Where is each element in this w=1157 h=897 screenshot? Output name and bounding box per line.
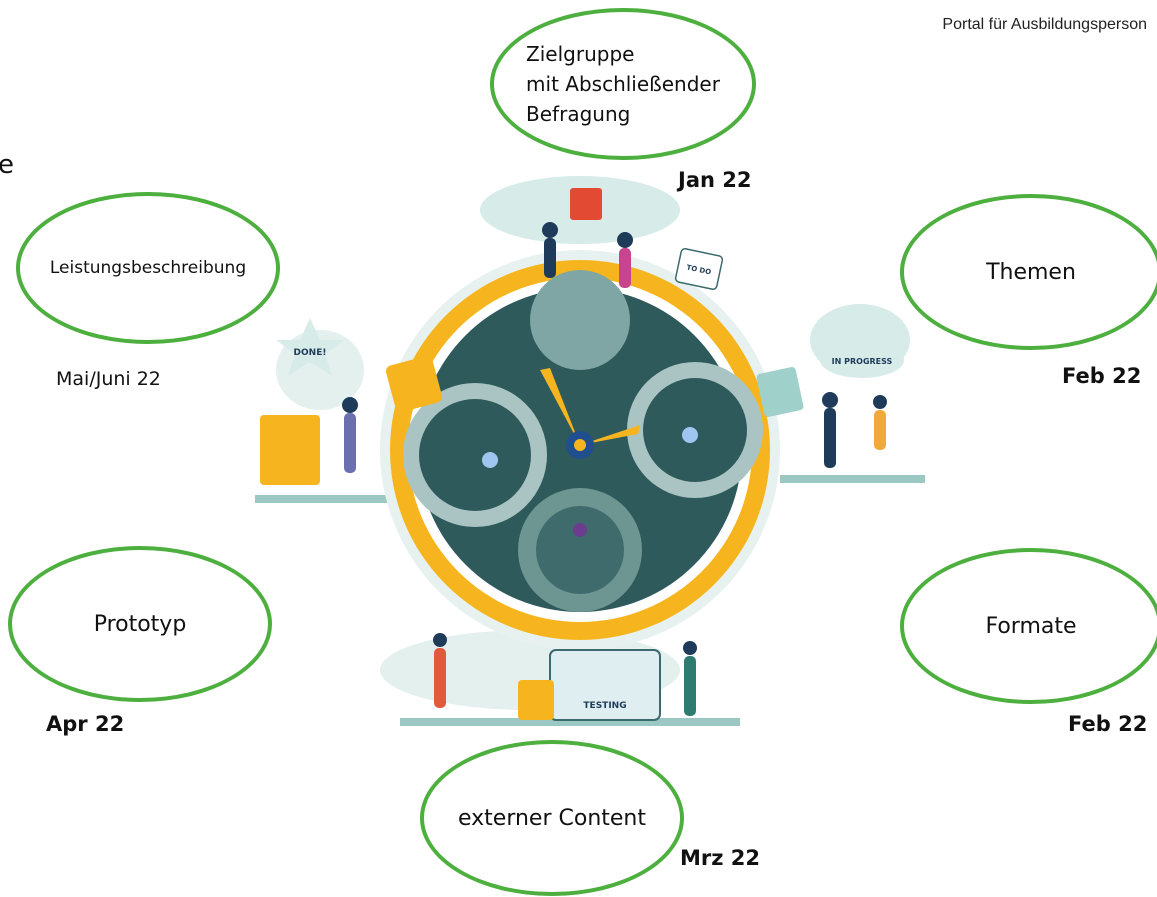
- node-themen-label: Themen: [986, 259, 1076, 285]
- note-red: [570, 188, 602, 220]
- date-prototyp: Apr 22: [46, 712, 125, 736]
- testing-label: TESTING: [583, 701, 626, 711]
- gear-bottom-hole: [536, 506, 624, 594]
- node-zielgruppe-label: Zielgruppe mit Abschließender Befragung: [526, 42, 720, 126]
- figures: [342, 222, 887, 716]
- machine-yellow: [518, 680, 554, 720]
- bottom-platform: [400, 718, 740, 726]
- date-themen: Feb 22: [1062, 364, 1142, 388]
- date-zielgruppe: Jan 22: [678, 168, 752, 192]
- left-platform: [255, 495, 400, 503]
- stray-letter: e: [0, 150, 14, 180]
- clock-hub-center: [574, 439, 586, 451]
- date-leistungsbeschreibung: Mai/Juni 22: [56, 368, 161, 390]
- done-label: DONE!: [294, 348, 327, 358]
- node-externer-content-label: externer Content: [458, 805, 646, 831]
- node-leistungsbeschreibung-label: Leistungsbeschreibung: [49, 258, 247, 278]
- done-star: [276, 318, 344, 376]
- todo-card: [674, 247, 724, 291]
- grid-card-right: [756, 367, 804, 417]
- node-themen: Themen: [900, 194, 1157, 350]
- stack-left: [260, 415, 320, 485]
- gear-top: [530, 270, 630, 370]
- node-zielgruppe: Zielgruppe mit Abschließender Befragung: [490, 8, 756, 160]
- node-leistungsbeschreibung: Leistungsbeschreibung: [16, 192, 280, 344]
- date-externer-content: Mrz 22: [680, 846, 761, 870]
- clock-hand-right: [580, 425, 640, 445]
- in-progress-label: IN PROGRESS: [832, 357, 893, 366]
- node-prototyp: Prototyp: [8, 546, 272, 702]
- node-externer-content: externer Content: [420, 740, 684, 896]
- right-platform: [780, 475, 925, 483]
- portal-label: Portal für Ausbildungsperson: [942, 16, 1147, 33]
- clock-hand-left: [540, 368, 580, 445]
- grid-card-left: [385, 355, 443, 413]
- node-formate: Formate: [900, 548, 1157, 704]
- in-progress-cloud: [820, 342, 904, 378]
- gear-left-hole: [419, 399, 531, 511]
- date-formate: Feb 22: [1068, 712, 1148, 736]
- clockwork-illustration: DONE! IN PROGRESS TO DO TESTING: [255, 176, 925, 726]
- node-prototyp-label: Prototyp: [93, 611, 187, 637]
- node-formate-label: Formate: [985, 613, 1077, 639]
